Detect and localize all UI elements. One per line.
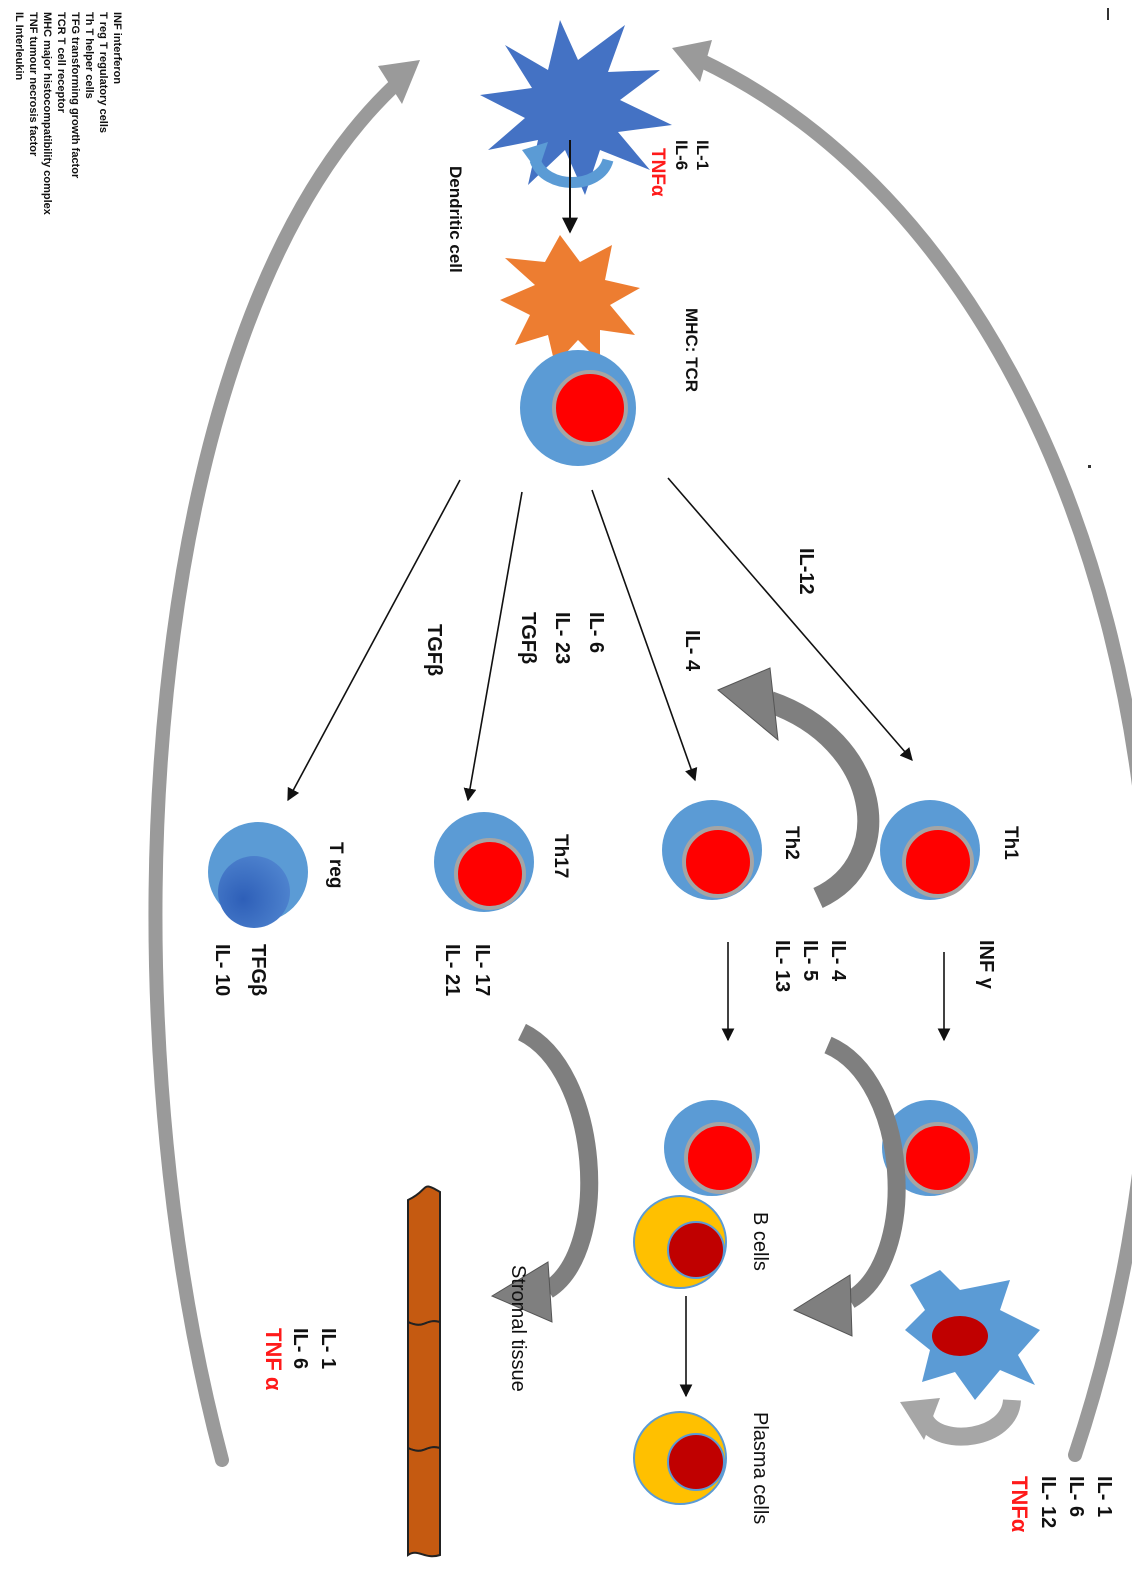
th1-label: Th1 xyxy=(1000,826,1021,860)
stray-dot xyxy=(1088,465,1091,468)
th17-cell xyxy=(434,812,534,912)
treg-tfgb: TFGβ xyxy=(247,944,269,996)
mature-dendritic-cell xyxy=(500,235,640,365)
outer-feedback-arcs xyxy=(148,40,1132,1467)
stromal-tissue-block xyxy=(407,1185,441,1558)
top-il1: IL-1 xyxy=(693,140,712,170)
th17-il23: IL- 23 xyxy=(551,612,573,664)
treg-cell xyxy=(208,822,308,928)
treg-tgfb: TGFβ xyxy=(423,624,445,676)
treg-label: T reg xyxy=(325,842,346,888)
th17-il6: IL- 6 xyxy=(585,612,607,653)
th2-cell xyxy=(662,800,762,900)
outer-arc-right-head xyxy=(672,40,712,82)
outer-arc-left xyxy=(148,81,399,1467)
th2-label: Th2 xyxy=(781,826,802,860)
mhc-tcr-label: MHC: TCR xyxy=(682,308,701,392)
b-cell xyxy=(633,1195,727,1289)
top-il6: IL-6 xyxy=(672,140,691,170)
th17-to-stromal-arrow xyxy=(490,1023,599,1323)
stromal-tissue-label: Stromal tissue xyxy=(507,1265,529,1392)
legend-item: INF interferon xyxy=(111,12,123,84)
outer-arc-right xyxy=(693,53,1132,1462)
th1-cell xyxy=(880,800,980,900)
th2-il5: IL- 5 xyxy=(799,940,821,981)
legend-item: TFG transforming growth factor xyxy=(69,12,81,179)
legend-item: Th T helper cells xyxy=(83,12,95,99)
arrow-to-th1 xyxy=(667,477,913,761)
il12-label: IL-12 xyxy=(795,548,817,595)
th17-il21: IL- 21 xyxy=(441,944,463,996)
legend-item: TCR T cell receptor xyxy=(55,12,67,114)
autocrine-loop-head xyxy=(522,142,548,172)
dendritic-cell-label: Dendritic cell xyxy=(446,166,465,273)
th1-target-cell xyxy=(882,1100,978,1196)
th17-label: Th17 xyxy=(550,834,571,878)
mac-il12: IL- 12 xyxy=(1037,1476,1059,1528)
th17-tgfb: TGFβ xyxy=(517,612,539,664)
arrow-to-th2 xyxy=(591,489,698,782)
th17-il17: IL- 17 xyxy=(471,944,493,996)
arrow-to-treg xyxy=(287,479,461,802)
th2-to-bcell-arrow xyxy=(792,1036,906,1337)
b-cells-label: B cells xyxy=(749,1212,771,1271)
legend-item: TNF tumour necrosis factor xyxy=(27,12,39,157)
autocrine-loop-arrow xyxy=(529,157,614,188)
macrophage-cell xyxy=(905,1270,1040,1400)
mac-tnfa: TNFα xyxy=(1007,1476,1032,1533)
immature-dendritic-cell xyxy=(480,20,672,195)
il4-feedback-arrow xyxy=(717,667,880,908)
legend-item: T reg T regulatory cells xyxy=(97,12,109,133)
legend: IL Interleukin TNF tumour necrosis facto… xyxy=(13,12,123,216)
outer-arc-left-head xyxy=(378,60,420,104)
mac-il1: IL- 1 xyxy=(1093,1476,1115,1517)
macrophage-loop-arrow xyxy=(900,1398,1021,1446)
stromal-il6: IL- 6 xyxy=(289,1328,311,1369)
th1-infg: INF γ xyxy=(975,940,997,990)
naive-t-cell xyxy=(520,350,636,466)
top-tnfa: TNFα xyxy=(647,148,668,197)
plasma-cell xyxy=(633,1411,727,1505)
legend-item: MHC major histocompatibility complex xyxy=(41,12,53,216)
plasma-cells-label: Plasma cells xyxy=(749,1412,771,1524)
th2-target-cell xyxy=(664,1100,760,1196)
legend-item: IL Interleukin xyxy=(13,12,25,81)
stromal-il1: IL- 1 xyxy=(317,1328,339,1369)
th2-il13: IL- 13 xyxy=(771,940,793,992)
treg-il10: IL- 10 xyxy=(211,944,233,996)
il4-induce-label: IL- 4 xyxy=(681,630,703,672)
th2-il4: IL- 4 xyxy=(827,940,849,982)
mac-il6: IL- 6 xyxy=(1065,1476,1087,1517)
stromal-tnfa: TNF α xyxy=(261,1328,286,1391)
arrow-to-th17 xyxy=(463,491,523,802)
